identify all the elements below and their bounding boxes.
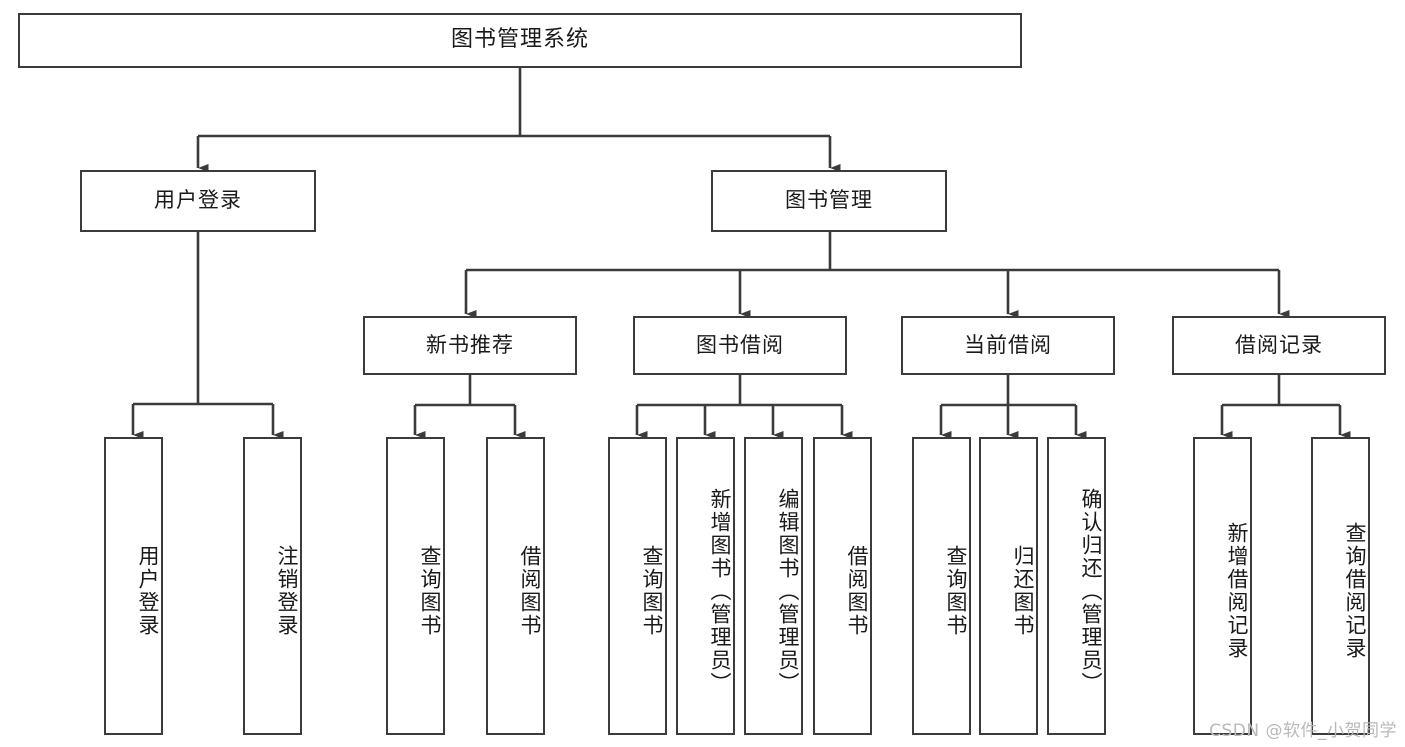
leaf-borrow-book-recommend[interactable]: 借阅图书 [486, 437, 545, 735]
node-label: 确认归还（管理员） [1079, 487, 1103, 695]
node-label: 归还图书 [1011, 545, 1035, 637]
node-label: 借阅记录 [1235, 332, 1323, 357]
node-current-borrow[interactable]: 当前借阅 [901, 316, 1115, 375]
node-root-system[interactable]: 图书管理系统 [18, 13, 1022, 68]
node-label: 借阅图书 [518, 545, 542, 637]
watermark-text: CSDN @软件_小贺同学 [1209, 721, 1397, 741]
leaf-user-login[interactable]: 用户登录 [104, 437, 163, 735]
node-borrow-record[interactable]: 借阅记录 [1172, 316, 1386, 375]
node-label: 用户登录 [136, 545, 160, 637]
leaf-user-logout[interactable]: 注销登录 [243, 437, 302, 735]
leaf-query-book-borrow[interactable]: 查询图书 [608, 437, 667, 735]
node-label: 图书管理 [785, 188, 873, 213]
node-label: 借阅图书 [845, 545, 869, 637]
leaf-add-borrow-record[interactable]: 新增借阅记录 [1193, 437, 1252, 735]
node-label: 新书推荐 [426, 332, 514, 357]
node-book-manage[interactable]: 图书管理 [711, 170, 947, 232]
leaf-query-borrow-record[interactable]: 查询借阅记录 [1311, 437, 1370, 735]
node-label: 用户登录 [154, 188, 242, 213]
node-label: 查询图书 [418, 545, 442, 637]
node-label: 注销登录 [275, 545, 299, 637]
leaf-add-book[interactable]: 新增图书（管理员） [676, 437, 735, 735]
node-label: 查询图书 [640, 545, 664, 637]
node-label: 新增图书（管理员） [708, 487, 732, 695]
leaf-confirm-return[interactable]: 确认归还（管理员） [1047, 437, 1106, 735]
node-label: 查询借阅记录 [1343, 522, 1367, 660]
leaf-query-book-current[interactable]: 查询图书 [912, 437, 971, 735]
node-book-borrow[interactable]: 图书借阅 [633, 316, 847, 375]
leaf-query-book-recommend[interactable]: 查询图书 [386, 437, 445, 735]
node-new-book-recommend[interactable]: 新书推荐 [363, 316, 577, 375]
node-label: 图书管理系统 [450, 27, 589, 53]
leaf-edit-book[interactable]: 编辑图书（管理员） [744, 437, 803, 735]
node-label: 查询图书 [944, 545, 968, 637]
node-user-login[interactable]: 用户登录 [80, 170, 316, 232]
node-label: 编辑图书（管理员） [776, 487, 800, 695]
leaf-borrow-book[interactable]: 借阅图书 [813, 437, 872, 735]
node-label: 图书借阅 [696, 332, 784, 357]
node-label: 新增借阅记录 [1225, 522, 1249, 660]
leaf-return-book[interactable]: 归还图书 [979, 437, 1038, 735]
node-label: 当前借阅 [964, 332, 1052, 357]
